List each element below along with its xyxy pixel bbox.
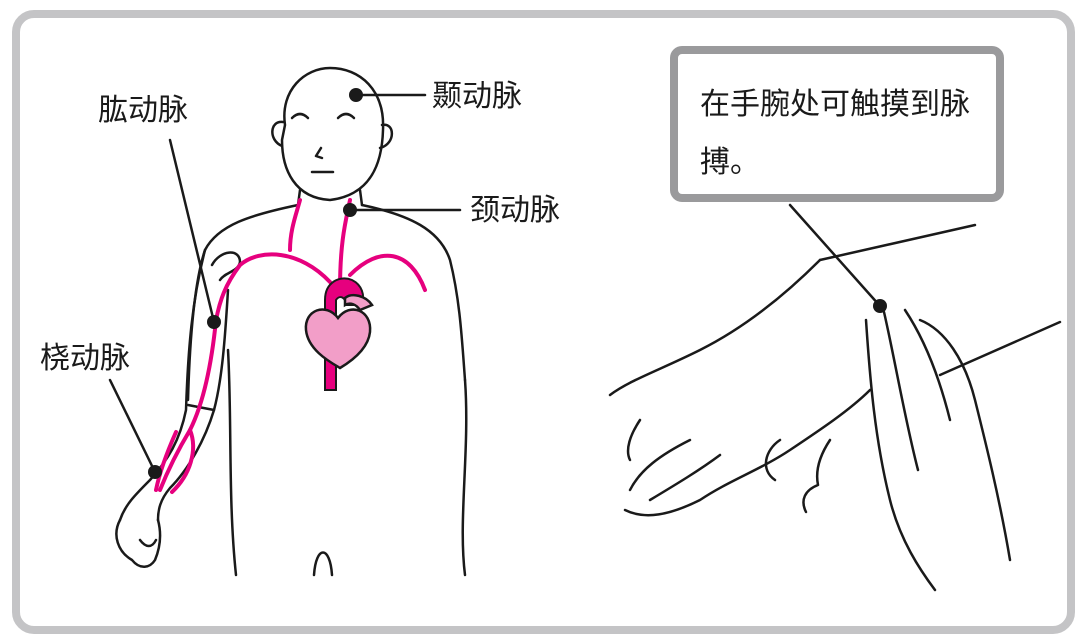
- pointer-radial: [108, 378, 157, 474]
- dot-carotid: [343, 203, 357, 217]
- fingers-2: [648, 453, 722, 502]
- label-temporal-artery: 颞动脉: [432, 79, 522, 114]
- hand: [115, 518, 162, 568]
- arm-outer: [118, 248, 207, 522]
- torso-left: [226, 348, 238, 577]
- pressing-finger-1: [864, 318, 937, 592]
- pressing-finger-3: [903, 308, 952, 422]
- dot-wrist-pulse: [873, 299, 887, 313]
- wrist-palm: [608, 258, 822, 397]
- radial-artery-line: [154, 430, 178, 492]
- pressing-finger-2: [882, 310, 920, 472]
- heart: [304, 293, 374, 370]
- shoulder-bone: [210, 251, 242, 282]
- thumb-lower: [626, 418, 642, 462]
- arm-inner: [156, 288, 230, 522]
- right-subclavian-artery: [348, 253, 427, 292]
- thumb: [138, 538, 158, 548]
- right-shoulder: [360, 203, 467, 382]
- left-carotid-artery: [288, 198, 302, 252]
- forearm-bottom: [938, 320, 1062, 377]
- label-radial-artery: 桡动脉: [40, 341, 130, 376]
- ulnar-artery: [170, 428, 196, 494]
- eyebrow-left: [290, 112, 310, 120]
- eyebrow-right: [336, 112, 356, 120]
- left-ear: [271, 120, 285, 148]
- fingers-1: [628, 438, 692, 492]
- crotch: [312, 551, 334, 577]
- label-carotid-artery: 颈动脉: [470, 193, 560, 228]
- dot-temporal: [349, 88, 363, 102]
- head-outline: [280, 66, 385, 202]
- right-ear: [378, 123, 394, 150]
- dot-brachial: [207, 315, 221, 329]
- nose: [314, 146, 324, 160]
- dot-radial: [148, 465, 162, 479]
- callout-box: 在手腕处可触摸到脉搏。: [670, 46, 1004, 202]
- callout-text: 在手腕处可触摸到脉搏。: [700, 87, 970, 180]
- left-shoulder: [186, 203, 300, 402]
- finger-tip: [764, 438, 782, 482]
- forearm-top: [818, 223, 977, 262]
- knuckle-curl: [802, 438, 832, 514]
- pointer-brachial: [168, 138, 216, 324]
- label-brachial-artery: 肱动脉: [98, 93, 188, 128]
- palm-edge: [623, 388, 872, 517]
- left-subclavian-artery: [214, 252, 332, 322]
- pressing-finger-4: [918, 318, 1012, 562]
- torso-right: [461, 378, 468, 577]
